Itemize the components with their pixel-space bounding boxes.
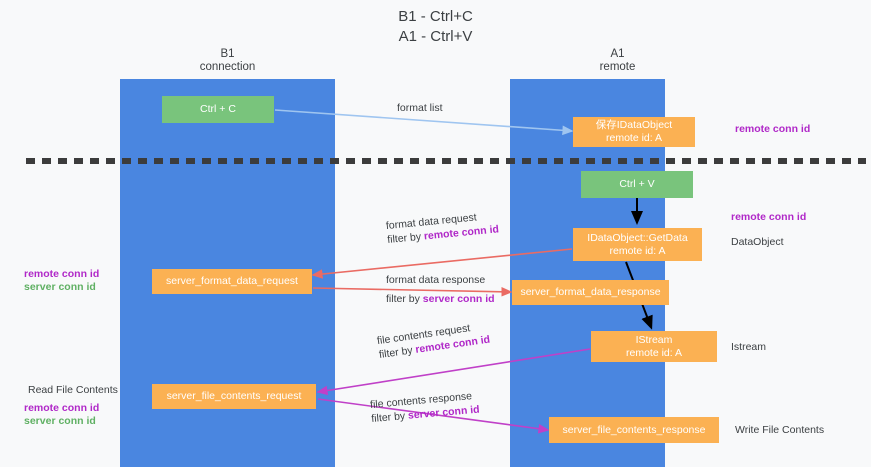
box-ctrl-c-label: Ctrl + C: [200, 103, 236, 115]
edge-label-file-contents-request-filter-prefix: filter by: [378, 344, 417, 362]
column-header-b1-role: connection: [199, 61, 256, 73]
annotation-left-server-conn-id-bottom: server conn id: [24, 415, 96, 427]
edge-label-format-list: format list: [397, 101, 443, 115]
title-line-2: A1 - Ctrl+V: [398, 28, 473, 45]
edge-label-format-data-response-filter-key: server conn id: [422, 293, 495, 305]
box-save-idataobject-label: 保存IDataObject: [595, 119, 673, 131]
box-server-format-data-request[interactable]: server_format_data_request: [152, 269, 312, 294]
box-server-format-data-response-label: server_format_data_response: [520, 286, 661, 298]
box-save-idataobject[interactable]: 保存IDataObject remote id: A: [573, 117, 695, 147]
box-save-idataobject-sub: remote id: A: [605, 132, 663, 144]
box-server-file-contents-request[interactable]: server_file_contents_request: [152, 384, 316, 409]
annotation-left-remote-conn-id-mid: remote conn id: [24, 268, 100, 280]
edge-label-format-data-response-text: format data response: [386, 274, 486, 286]
title-line-1: B1 - Ctrl+C: [398, 8, 473, 25]
edge-label-file-contents-response: file contents response filter by server …: [370, 389, 481, 426]
column-header-b1: B1 connection: [120, 48, 335, 74]
edge-label-file-contents-request: file contents request filter by remote c…: [376, 319, 491, 362]
box-server-file-contents-response-label: server_file_contents_response: [562, 423, 706, 436]
edge-label-format-data-response: format data response filter by server co…: [386, 273, 495, 306]
box-ctrl-v[interactable]: Ctrl + V: [581, 171, 693, 198]
box-server-file-contents-request-label: server_file_contents_request: [166, 390, 302, 402]
box-getdata-sub: remote id: A: [609, 244, 666, 257]
box-istream[interactable]: IStream remote id: A: [591, 331, 717, 362]
column-header-a1-name: A1: [610, 48, 625, 60]
annotation-istream: Istream: [731, 341, 767, 353]
box-ctrl-c[interactable]: Ctrl + C: [162, 96, 274, 123]
box-getdata-label: IDataObject::GetData: [587, 231, 688, 244]
column-header-b1-name: B1: [220, 48, 235, 60]
box-istream-sub: remote id: A: [625, 346, 683, 359]
annotation-left-remote-conn-id-bottom: remote conn id: [24, 402, 100, 414]
annotation-dataobject: DataObject: [731, 236, 784, 248]
box-getdata[interactable]: IDataObject::GetData remote id: A: [573, 228, 702, 261]
annotation-write-file-contents: Write File Contents: [735, 424, 825, 436]
box-server-format-data-request-label: server_format_data_request: [166, 275, 298, 287]
page-title: B1 - Ctrl+C A1 - Ctrl+V: [0, 7, 871, 47]
edge-label-format-data-request: format data request filter by remote con…: [385, 208, 499, 247]
edge-label-format-list-text: format list: [397, 102, 443, 114]
edge-label-file-contents-response-filter-prefix: filter by: [370, 409, 409, 426]
edge-label-format-data-response-filter-prefix: filter by: [386, 293, 423, 305]
column-header-a1-role: remote: [599, 61, 636, 73]
box-ctrl-v-label: Ctrl + V: [619, 178, 655, 190]
edge-label-format-data-request-filter-prefix: filter by: [386, 230, 425, 247]
box-server-file-contents-response[interactable]: server_file_contents_response: [549, 417, 719, 443]
annotation-left-server-conn-id-mid: server conn id: [24, 281, 96, 293]
column-header-a1: A1 remote: [510, 48, 725, 74]
annotation-remote-conn-id-mid: remote conn id: [731, 211, 807, 223]
annotation-remote-conn-id-top: remote conn id: [735, 123, 811, 135]
box-server-format-data-response[interactable]: server_format_data_response: [512, 280, 669, 305]
annotation-read-file-contents: Read File Contents: [28, 384, 118, 396]
box-istream-label: IStream: [635, 333, 673, 346]
